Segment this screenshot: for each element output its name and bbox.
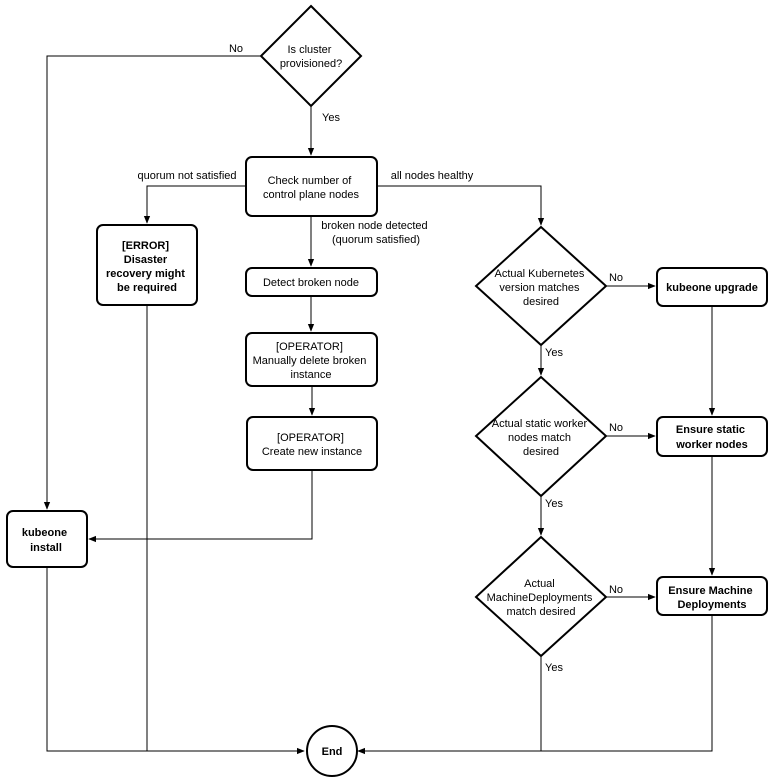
decision-is-provisioned: Is cluster provisioned? [259,4,363,108]
node-operator-delete-line1: [OPERATOR] [276,341,343,353]
svg-text:[OPERATOR] Manually dele: [OPERATOR] Manually delete broken instan… [253,341,370,381]
node-kubeone-install-line2: install [30,542,62,554]
svg-text:Actual static worker nod: Actual static worker nodes match desired [492,418,590,458]
edge-quorum-not-satisfied [143,185,246,224]
decision-machine-deployments-line1: Actual [524,578,555,590]
node-operator-create: [OPERATOR] Create new instance [246,416,378,471]
node-operator-delete-line3: instance [291,369,332,381]
label-version-no: No [609,272,623,284]
node-ensure-static-line1: Ensure static [676,424,745,436]
svg-text:Check number of control: Check number of control plane nodes [263,175,360,201]
decision-k8s-version-line2: version matches [499,282,580,294]
svg-text:Actual MachineDeployment: Actual MachineDeployments match desired [487,578,596,618]
edge-all-nodes-healthy [377,185,545,226]
decision-static-workers: Actual static worker nodes match desired [474,375,608,498]
node-error-line3: recovery might [106,268,185,280]
node-ensure-machine-deployments: Ensure Machine Deployments [656,576,768,616]
edge-labels: No Yes quorum not satisfied all nodes he… [137,43,623,674]
decision-static-workers-line3: desired [523,446,559,458]
node-end-label: End [322,746,343,758]
svg-text:Actual Kubernetes versio: Actual Kubernetes version matches desire… [495,268,588,308]
node-error-line1: [ERROR] [122,240,169,252]
label-all-nodes-healthy: all nodes healthy [391,170,474,182]
label-provisioned-yes: Yes [322,112,340,124]
decision-machine-deployments: Actual MachineDeployments match desired [474,535,608,658]
svg-text:[OPERATOR] Create new in: [OPERATOR] Create new instance [262,432,362,458]
decision-k8s-version-line3: desired [523,296,559,308]
label-static-no: No [609,422,623,434]
decision-machine-deployments-line3: match desired [506,606,575,618]
node-kubeone-upgrade-line1: kubeone upgrade [666,282,758,294]
node-detect-broken: Detect broken node [245,267,378,297]
decision-machine-deployments-line2: MachineDeployments [487,592,593,604]
node-kubeone-install-line1: kubeone [22,527,67,539]
label-static-yes: Yes [545,498,563,510]
label-broken-detected-line2: (quorum satisfied) [332,234,420,246]
node-operator-create-line1: [OPERATOR] [277,432,344,444]
svg-text:Ensure static worker nod: Ensure static worker nodes [675,424,748,451]
decision-k8s-version: Actual Kubernetes version matches desire… [474,225,608,347]
label-md-yes: Yes [545,662,563,674]
node-operator-delete-line2: Manually delete broken [253,355,367,367]
node-ensure-md-line2: Deployments [677,599,746,611]
label-md-no: No [609,584,623,596]
node-kubeone-upgrade: kubeone upgrade [656,267,768,307]
label-provisioned-no: No [229,43,243,55]
node-ensure-md-line1: Ensure Machine [668,585,752,597]
node-detect-broken-line1: Detect broken node [263,277,359,289]
edge-install-to-end [46,567,305,755]
node-error-disaster-recovery: [ERROR] Disaster recovery might be requi… [96,224,198,306]
decision-is-provisioned-line2: provisioned? [280,58,342,70]
label-version-yes: Yes [545,347,563,359]
node-end: End [306,725,358,777]
svg-text:[ERROR] Disaster r: [ERROR] Disaster recovery might be requi… [106,240,188,294]
node-error-line4: be required [117,282,177,294]
node-operator-delete: [OPERATOR] Manually delete broken instan… [245,332,378,387]
decision-k8s-version-line1: Actual Kubernetes [495,268,585,280]
label-quorum-not-satisfied: quorum not satisfied [137,170,236,182]
node-operator-create-line2: Create new instance [262,446,362,458]
edges [43,55,716,755]
label-broken-detected: broken node detected (quorum satisfied) [321,220,430,246]
decision-static-workers-line2: nodes match [508,432,571,444]
label-broken-detected-line1: broken node detected [321,220,427,232]
decision-static-workers-line1: Actual static worker [492,418,588,430]
node-kubeone-install: kubeone install [6,510,88,568]
svg-text:Ensure Machine Deploymen: Ensure Machine Deployments [668,585,755,611]
svg-text:kubeone install: kubeone install [22,527,70,554]
edge-provisioned-no [43,55,261,510]
node-check-control-plane-line1: Check number of [268,175,353,187]
svg-text:Is cluster provisioned?: Is cluster provisioned? [280,44,342,70]
edge-create-to-install [88,470,313,543]
decision-is-provisioned-line1: Is cluster [287,44,331,56]
node-ensure-static-line2: worker nodes [675,439,748,451]
node-check-control-plane-line2: control plane nodes [263,189,360,201]
node-error-line2: Disaster [124,254,168,266]
node-ensure-static-workers: Ensure static worker nodes [656,416,768,457]
node-check-control-plane: Check number of control plane nodes [245,156,378,217]
edge-md-to-end [357,615,713,755]
